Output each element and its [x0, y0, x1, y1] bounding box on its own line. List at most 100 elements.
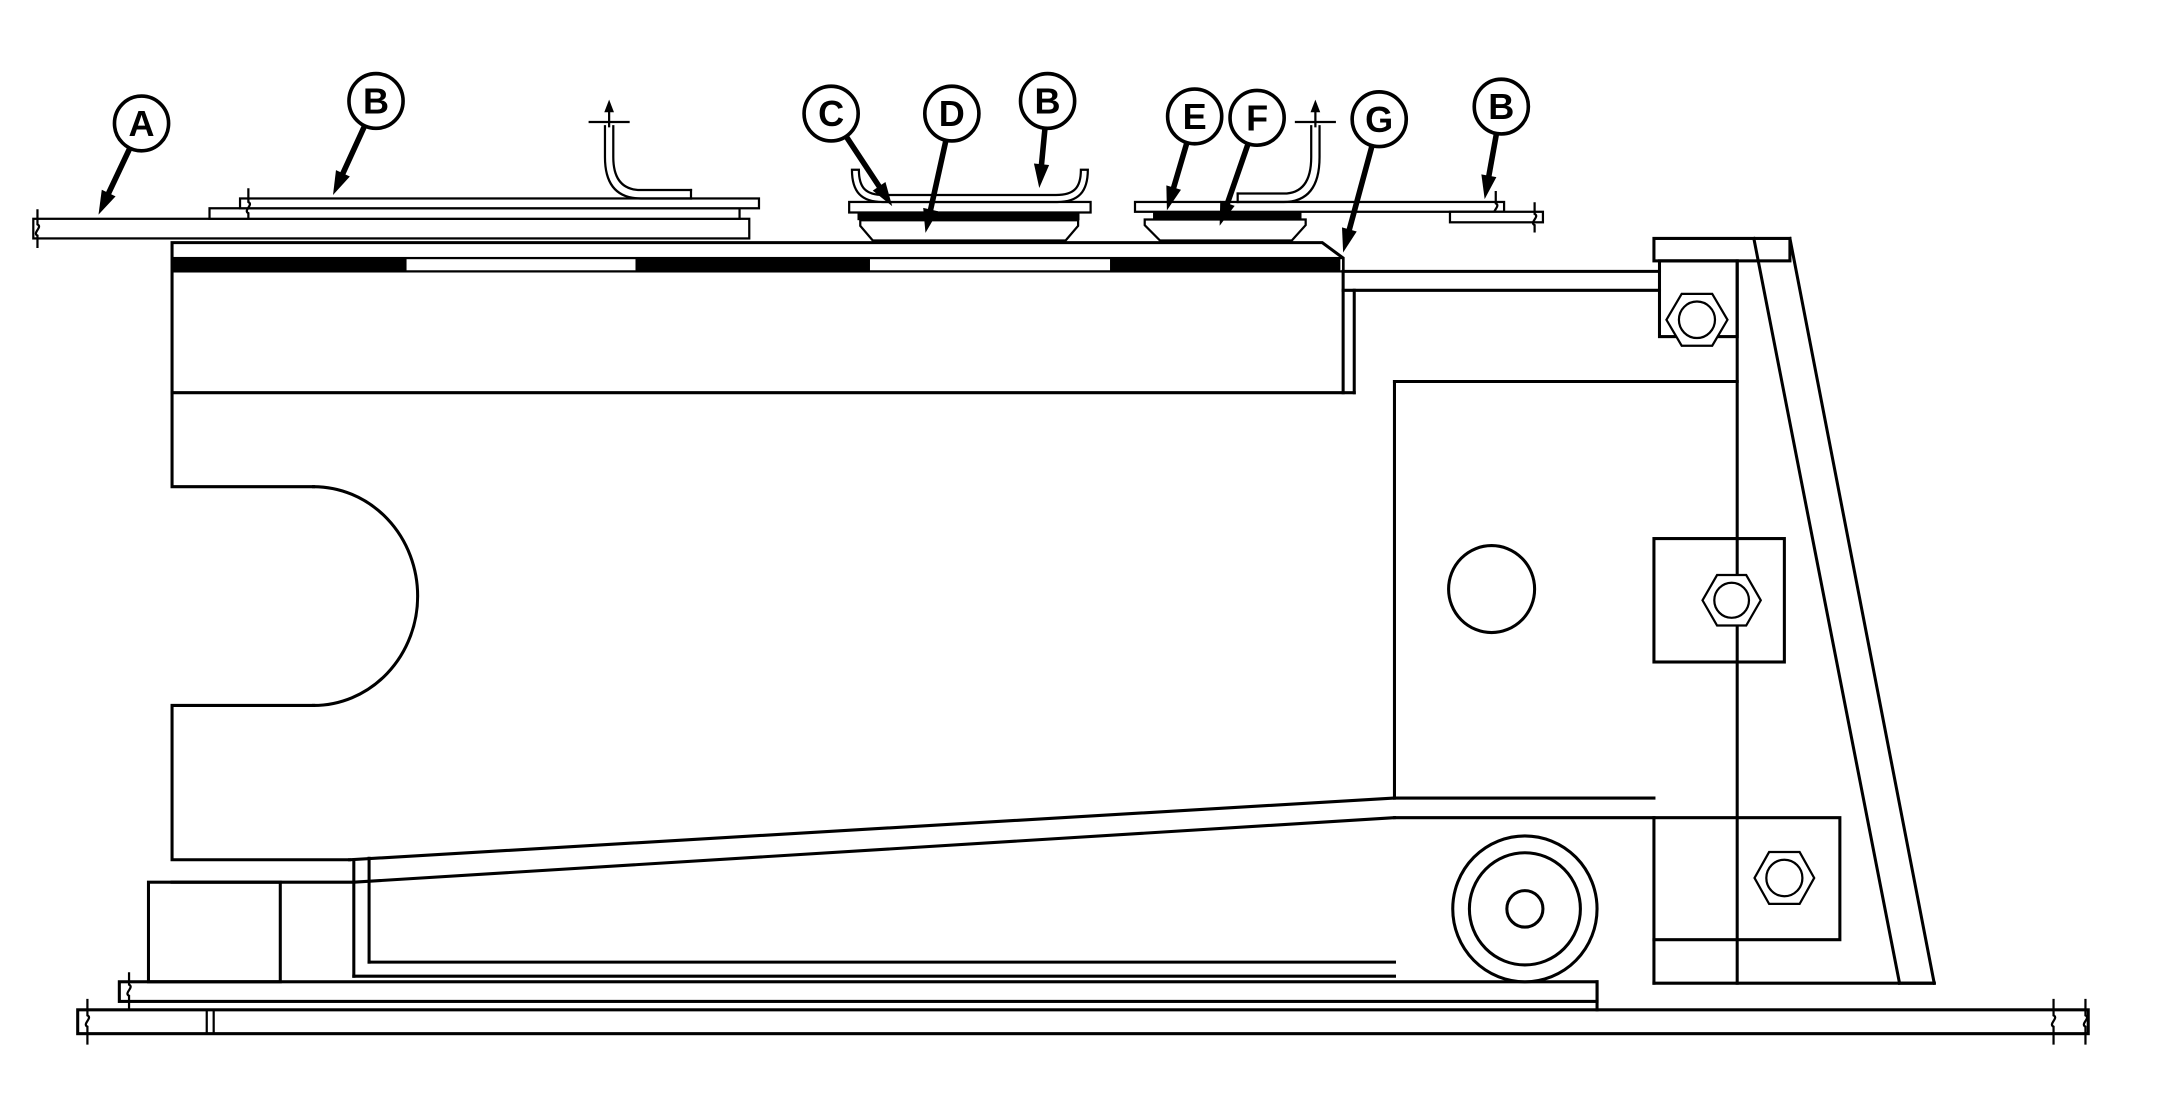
break-symbol — [34, 209, 41, 248]
bolt-plate-bottom — [1652, 816, 1842, 942]
clamp-outer — [603, 125, 693, 200]
middle-pan-assembly — [848, 168, 1092, 242]
main-frame-body — [146, 391, 1397, 984]
callout-balloon — [1018, 71, 1077, 131]
hex-nut-bolt-circle — [1713, 581, 1751, 619]
callout-letter: C — [818, 93, 844, 134]
callout-balloon — [922, 84, 981, 143]
clamp-tip — [604, 99, 614, 113]
pan-seal-black — [857, 212, 1080, 221]
callout-leader-line — [1485, 134, 1499, 182]
hex-nut-bolt-circle — [1765, 858, 1804, 898]
break-symbol — [2082, 998, 2089, 1045]
long-top-sheet — [1133, 200, 1506, 213]
callout-arrow-head — [1219, 200, 1235, 226]
callout-leader-line — [844, 135, 885, 193]
carrier-hole — [1447, 544, 1537, 635]
callout-letter: E — [1183, 96, 1207, 137]
hex-nut-bolt-circle — [1677, 300, 1717, 340]
hold-down-clamp-right — [1236, 99, 1336, 204]
callout-balloon — [802, 84, 860, 143]
body-left-edge-upper — [170, 391, 316, 489]
callout-e-5: E — [1165, 87, 1224, 211]
wedge-inner-line — [170, 816, 1397, 884]
callout-balloon — [1350, 90, 1409, 149]
callout-g-7: G — [1341, 90, 1409, 253]
callout-arrow-head — [333, 170, 350, 195]
bottom-base-rail — [76, 1008, 2090, 1036]
callout-a-0: A — [98, 94, 171, 215]
callout-letter: B — [363, 80, 389, 121]
callout-arrow-head — [98, 189, 116, 215]
callout-letter: A — [128, 103, 154, 144]
callout-arrow-head — [1481, 174, 1497, 200]
callout-letter: F — [1246, 97, 1268, 138]
callout-leader-line — [926, 141, 949, 216]
top-plate-stack-left — [32, 188, 761, 248]
roller-wheel-outer — [1451, 834, 1599, 984]
short-plate-b-right — [1448, 210, 1545, 224]
cover-plate-b — [238, 197, 761, 210]
top-bracket — [1652, 236, 1792, 263]
deck-assembly — [170, 241, 1356, 395]
callout-b-4: B — [1018, 71, 1077, 188]
callout-balloon — [1165, 87, 1224, 146]
callout-f-6: F — [1219, 88, 1286, 226]
callout-arrow-head — [1033, 163, 1050, 188]
callout-leader-line — [338, 125, 367, 180]
callout-c-2: C — [802, 84, 893, 207]
body-left-edge-lower — [170, 703, 352, 862]
hold-down-clamp-left — [588, 99, 693, 200]
callout-balloon — [112, 94, 171, 153]
callout-b-1: B — [333, 71, 405, 195]
pan-body — [859, 219, 1080, 242]
roller-wheel-hub — [1505, 889, 1545, 929]
callout-balloon — [347, 71, 405, 131]
upper-base-rail — [117, 980, 1599, 1003]
curled-sheet-b — [850, 168, 1089, 204]
callout-balloon — [1228, 88, 1286, 147]
notch-cutout-arc — [312, 485, 420, 708]
body-bottom-slope — [348, 796, 1397, 862]
break-symbol — [126, 972, 132, 1011]
callout-arrow-head — [1341, 227, 1357, 253]
callout-arrow-head — [1166, 185, 1181, 211]
callout-arrow-head — [923, 207, 939, 233]
diagonal-brace-inner — [1788, 236, 1937, 985]
break-symbol — [1531, 202, 1538, 233]
right-pan-assembly — [1133, 191, 1545, 242]
roller-wheel-ring — [1467, 851, 1582, 967]
base-rails — [76, 972, 2090, 1045]
callout-letter: B — [1035, 80, 1061, 121]
callout-letter: B — [1488, 86, 1514, 127]
callout-b-8: B — [1472, 77, 1531, 200]
break-symbol — [2050, 998, 2057, 1045]
clamp-inner — [612, 125, 693, 192]
callout-leader-line — [1169, 143, 1190, 194]
filler-plate — [208, 207, 741, 220]
seal-strip-segment — [635, 258, 870, 272]
callout-balloon — [1472, 77, 1531, 136]
callout-leader-line — [103, 148, 132, 200]
callout-letter: D — [939, 93, 965, 134]
callout-leader-line — [1222, 144, 1251, 210]
callout-arrow-head — [872, 182, 893, 207]
carrier-assembly — [1341, 236, 1937, 985]
front-foot-block — [146, 880, 282, 984]
clamp-inner — [1236, 125, 1313, 195]
callout-leader-line — [1345, 146, 1375, 236]
break-symbol — [84, 998, 91, 1045]
pan-top-plate — [848, 200, 1092, 214]
seal-strip-segment — [172, 258, 407, 272]
pan-body — [1143, 218, 1307, 242]
callout-letter: G — [1365, 99, 1393, 140]
bolt-plate-middle — [1652, 537, 1786, 664]
callout-d-3: D — [922, 84, 981, 233]
ramp-plate-a — [32, 217, 751, 240]
diagonal-brace-outer — [1752, 236, 1902, 985]
callout-leader-line — [1038, 129, 1048, 171]
clamp-outer — [1236, 125, 1321, 204]
clamp-tip — [1310, 99, 1321, 113]
